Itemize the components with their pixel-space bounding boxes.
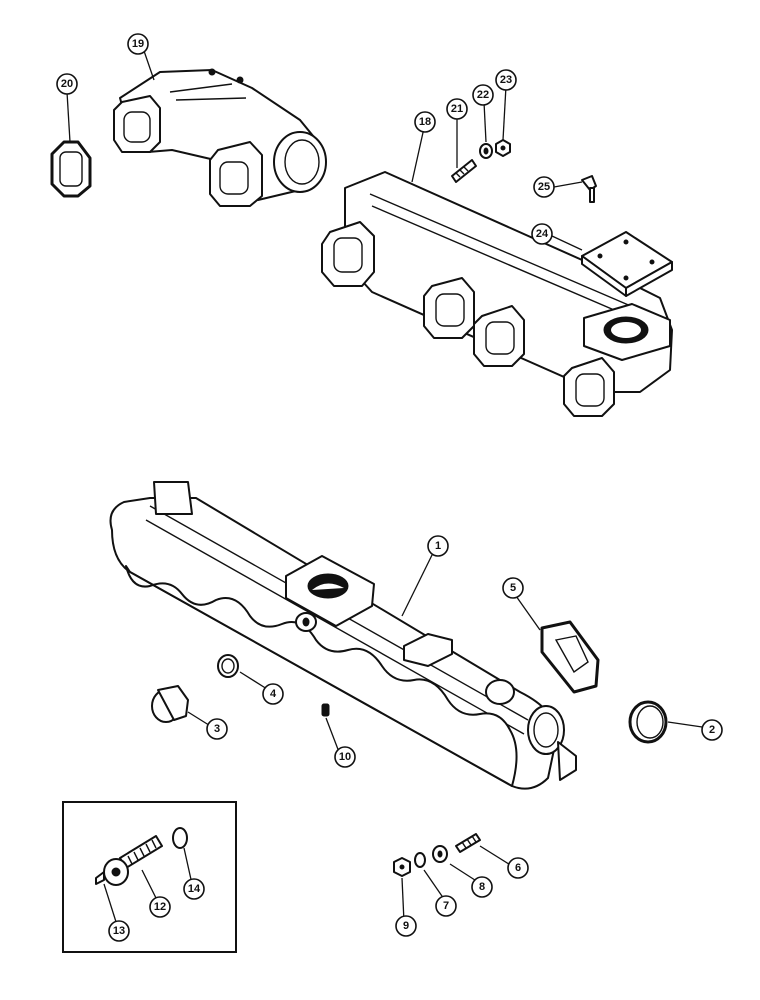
callout-3-label: 3: [214, 723, 220, 735]
callout-24-label: 24: [536, 228, 549, 240]
callout-22: 22: [472, 84, 494, 106]
callout-25: 25: [533, 176, 555, 198]
callout-14-label: 14: [188, 883, 201, 895]
part-8-washer: [432, 845, 448, 863]
callout-9-label: 9: [403, 920, 409, 932]
callout-1: 1: [427, 535, 449, 557]
callout-21: 21: [446, 98, 468, 120]
callout-20: 20: [56, 73, 78, 95]
callout-7: 7: [435, 895, 457, 917]
callout-18: 18: [414, 111, 436, 133]
callout-3: 3: [206, 718, 228, 740]
callout-23: 23: [495, 69, 517, 91]
callout-6: 6: [507, 857, 529, 879]
callout-21-label: 21: [451, 103, 463, 115]
part-21-stud: [451, 159, 477, 183]
part-25-bolt: [581, 175, 597, 203]
part-6-stud: [455, 833, 481, 853]
part-19-elbow: [113, 68, 327, 207]
part-9-nut: [393, 857, 411, 877]
part-5-gasket: [540, 620, 600, 694]
callout-8: 8: [471, 876, 493, 898]
callout-14: 14: [183, 878, 205, 900]
callout-5: 5: [502, 577, 524, 599]
part-14-ring: [172, 827, 188, 849]
part-3-plug: [151, 685, 189, 723]
part-1-manifold: [109, 481, 577, 790]
part-24-cover-plate: [581, 231, 673, 297]
callout-9: 9: [395, 915, 417, 937]
callout-1-label: 1: [435, 540, 441, 552]
part-13-valve-body: [95, 858, 129, 886]
part-20-gasket: [50, 140, 92, 198]
callout-2: 2: [701, 719, 723, 741]
inset-box: [62, 801, 237, 953]
part-4-washer: [217, 654, 239, 678]
leader-lines: [66, 47, 710, 926]
part-23-nut: [495, 139, 511, 157]
part-12-valve-spring: [119, 835, 163, 869]
callout-13: 13: [108, 920, 130, 942]
part-10-set-screw: [321, 703, 330, 717]
callout-25-label: 25: [538, 181, 550, 193]
callout-8-label: 8: [479, 881, 485, 893]
callout-22-label: 22: [477, 89, 489, 101]
callout-10-label: 10: [339, 751, 351, 763]
callout-20-label: 20: [61, 78, 73, 90]
callout-7-label: 7: [443, 900, 449, 912]
callout-13-label: 13: [113, 925, 125, 937]
callout-19-label: 19: [132, 38, 144, 50]
callout-23-label: 23: [500, 74, 512, 86]
callout-2-label: 2: [709, 724, 715, 736]
callout-5-label: 5: [510, 582, 516, 594]
callout-10: 10: [334, 746, 356, 768]
part-7-lock-washer: [414, 852, 426, 868]
callout-6-label: 6: [515, 862, 521, 874]
part-22-washer: [479, 143, 493, 159]
callout-4: 4: [262, 683, 284, 705]
callout-12: 12: [149, 896, 171, 918]
callout-24: 24: [531, 223, 553, 245]
callout-12-label: 12: [154, 901, 166, 913]
callout-18-label: 18: [419, 116, 431, 128]
part-2-ring: [628, 700, 668, 744]
part-18-manifold: [321, 171, 673, 417]
callout-4-label: 4: [270, 688, 277, 700]
callout-19: 19: [127, 33, 149, 55]
